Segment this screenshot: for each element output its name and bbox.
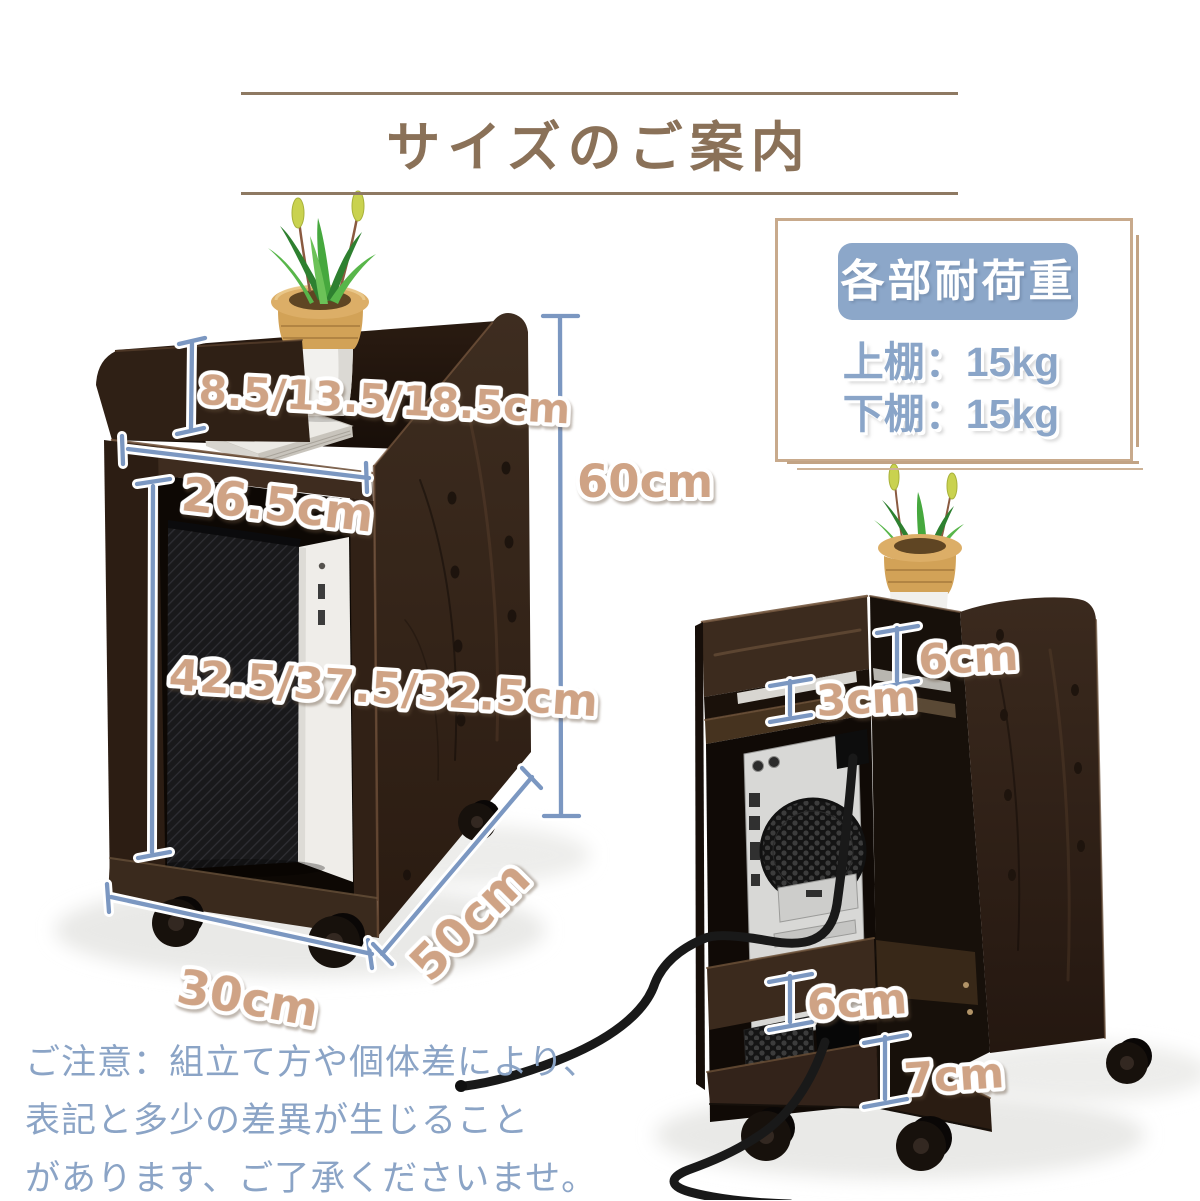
measure-rear-shelf-slot xyxy=(765,674,816,727)
lower-shelf-capacity: 下棚：15kg xyxy=(842,391,1060,437)
load-capacity-header: 各部耐荷重 xyxy=(838,243,1078,320)
pc-usb-port xyxy=(318,610,325,625)
cable-plug-end xyxy=(455,1080,467,1092)
dim-rear-shelf-slot: 3cm xyxy=(815,672,918,727)
peg-holes xyxy=(996,629,1085,881)
flower xyxy=(946,472,958,500)
caster xyxy=(896,1116,952,1171)
right-side-panel xyxy=(374,313,531,936)
right-front-band xyxy=(350,498,378,901)
load-box-shadow xyxy=(797,468,1143,470)
plant xyxy=(268,190,376,304)
measure-depth xyxy=(368,763,546,969)
pc-power-button xyxy=(318,562,326,570)
page-title: サイズのご案内 xyxy=(386,118,812,178)
rear-left-edge xyxy=(695,622,705,1090)
book-edge xyxy=(737,671,857,704)
rear-top-board xyxy=(702,596,869,697)
wood-grain xyxy=(404,418,500,781)
rear-port xyxy=(752,760,764,772)
title-rule-bottom xyxy=(241,192,958,195)
upper-shelf-capacity: 上棚：15kg xyxy=(842,339,1060,385)
load-box-shadow xyxy=(1136,235,1139,447)
io-port xyxy=(749,793,760,807)
rear-port xyxy=(768,756,780,768)
measure-rear-base-gap xyxy=(859,1030,912,1112)
rear-right-side-panel xyxy=(960,597,1105,1053)
measure-rear-top-board xyxy=(872,621,923,693)
pc-side-white xyxy=(298,537,353,882)
io-port xyxy=(751,874,760,886)
power-cable xyxy=(460,753,858,1091)
left-side-panel xyxy=(96,340,310,442)
flower xyxy=(351,190,365,222)
caution-note-line2: 表記と多少の差異が生じること xyxy=(25,1101,530,1140)
caster xyxy=(1106,1038,1152,1084)
measure-rear-lower-board xyxy=(764,969,817,1035)
flower xyxy=(888,463,900,491)
cabinet-front-view xyxy=(96,190,531,968)
caution-note-line1: ご注意：組立て方や個体差により、 xyxy=(25,1043,599,1082)
measure-total-height xyxy=(538,311,584,821)
bottom-front-board xyxy=(108,858,379,938)
measure-shelf-width xyxy=(117,431,374,497)
io-port xyxy=(750,842,760,860)
power-cables xyxy=(455,753,858,1200)
peg-holes xyxy=(403,461,517,881)
measure-upper-shelf-height xyxy=(172,333,210,439)
pc-front-mesh xyxy=(167,528,299,870)
io-port xyxy=(749,816,760,830)
dim-total-height: 60cm xyxy=(577,455,713,508)
casters xyxy=(741,1038,1152,1171)
power-socket xyxy=(835,729,869,769)
pc-usb-port xyxy=(318,584,325,599)
load-capacity-rows: 上棚：15kg 下棚：15kg xyxy=(775,336,1127,440)
title-rule-top xyxy=(241,92,958,95)
caution-note-line3: があります、ご了承くださいませ。 xyxy=(25,1159,598,1198)
dim-rear-base-gap: 7cm xyxy=(902,1048,1005,1105)
rear-bottom-board xyxy=(707,1042,880,1108)
measure-width xyxy=(102,879,377,973)
plant-pot-rear xyxy=(874,463,964,620)
power-cable xyxy=(669,1037,830,1200)
flower xyxy=(291,197,305,229)
load-box-shadow xyxy=(787,461,1139,464)
measurement-lines xyxy=(102,311,923,1112)
dim-rear-lower-board: 6cm xyxy=(805,974,908,1031)
dim-rear-top-board: 6cm xyxy=(917,631,1020,686)
measure-lower-height xyxy=(132,474,175,863)
